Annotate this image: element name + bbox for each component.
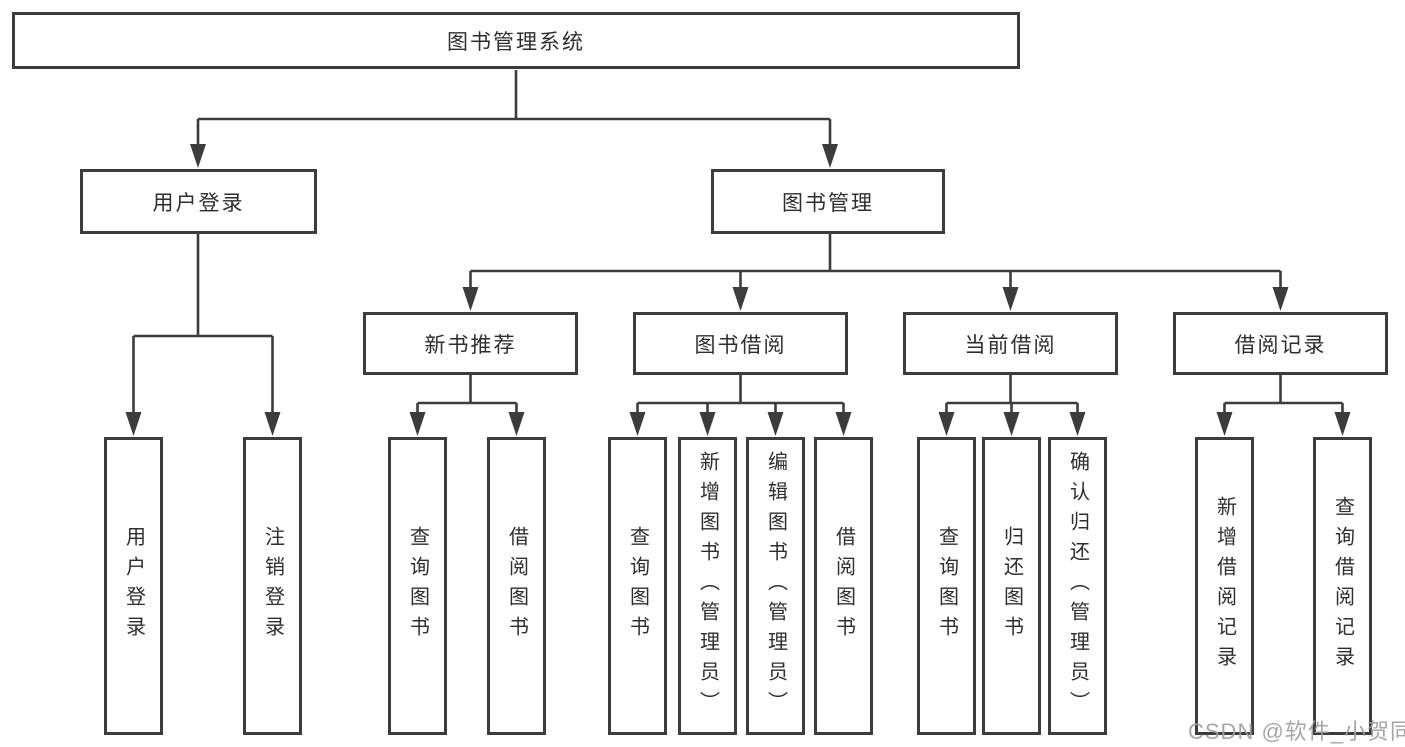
leaf-add-book-admin: 新增图书（管理员）	[678, 437, 737, 735]
leaf-query-books-borrowing-label: 查询图书	[626, 526, 649, 646]
leaf-query-borrow-record: 查询借阅记录	[1313, 437, 1372, 735]
leaf-user-login-label: 用户登录	[122, 526, 145, 646]
leaf-return-book-label: 归还图书	[1000, 526, 1023, 646]
node-new-book-recommend: 新书推荐	[363, 312, 578, 375]
leaf-edit-book-admin: 编辑图书（管理员）	[746, 437, 805, 735]
node-borrowing-records: 借阅记录	[1173, 312, 1388, 375]
leaf-query-books-current: 查询图书	[917, 437, 976, 735]
leaf-query-borrow-record-label: 查询借阅记录	[1331, 496, 1354, 676]
arrowheads	[125, 144, 1351, 436]
node-book-management: 图书管理	[711, 169, 945, 234]
leaf-add-book-admin-label: 新增图书（管理员）	[696, 451, 719, 721]
node-borrowing-records-label: 借阅记录	[1234, 333, 1327, 357]
leaf-add-borrow-record-label: 新增借阅记录	[1213, 496, 1236, 676]
node-book-borrowing: 图书借阅	[633, 312, 848, 375]
node-current-borrowing-label: 当前借阅	[964, 333, 1057, 357]
node-user-login-branch-label: 用户登录	[152, 191, 245, 215]
leaf-query-books-current-label: 查询图书	[935, 526, 958, 646]
leaf-confirm-return-admin: 确认归还（管理员）	[1048, 437, 1107, 735]
leaf-borrow-books-borrowing: 借阅图书	[814, 437, 873, 735]
leaf-return-book: 归还图书	[982, 437, 1041, 735]
node-user-login-branch: 用户登录	[80, 169, 317, 234]
leaf-logout-label: 注销登录	[261, 526, 284, 646]
leaf-user-login: 用户登录	[104, 437, 163, 735]
node-current-borrowing: 当前借阅	[903, 312, 1118, 375]
leaf-query-books-recommend-label: 查询图书	[406, 526, 429, 646]
node-root-system-label: 图书管理系统	[447, 30, 585, 54]
leaf-borrow-books-borrowing-label: 借阅图书	[832, 526, 855, 646]
node-book-borrowing-label: 图书借阅	[694, 333, 787, 357]
leaf-query-books-recommend: 查询图书	[388, 437, 447, 735]
watermark: CSDN @软件_小贺同学	[1188, 719, 1405, 744]
node-book-management-label: 图书管理	[782, 191, 874, 215]
node-root-system: 图书管理系统	[12, 12, 1020, 69]
leaf-confirm-return-admin-label: 确认归还（管理员）	[1066, 451, 1089, 721]
leaf-logout: 注销登录	[243, 437, 302, 735]
node-new-book-recommend-label: 新书推荐	[424, 333, 517, 357]
leaf-query-books-borrowing: 查询图书	[608, 437, 667, 735]
leaf-edit-book-admin-label: 编辑图书（管理员）	[764, 451, 787, 721]
leaf-borrow-books-recommend-label: 借阅图书	[505, 526, 528, 646]
leaf-borrow-books-recommend: 借阅图书	[487, 437, 546, 735]
leaf-add-borrow-record: 新增借阅记录	[1195, 437, 1254, 735]
